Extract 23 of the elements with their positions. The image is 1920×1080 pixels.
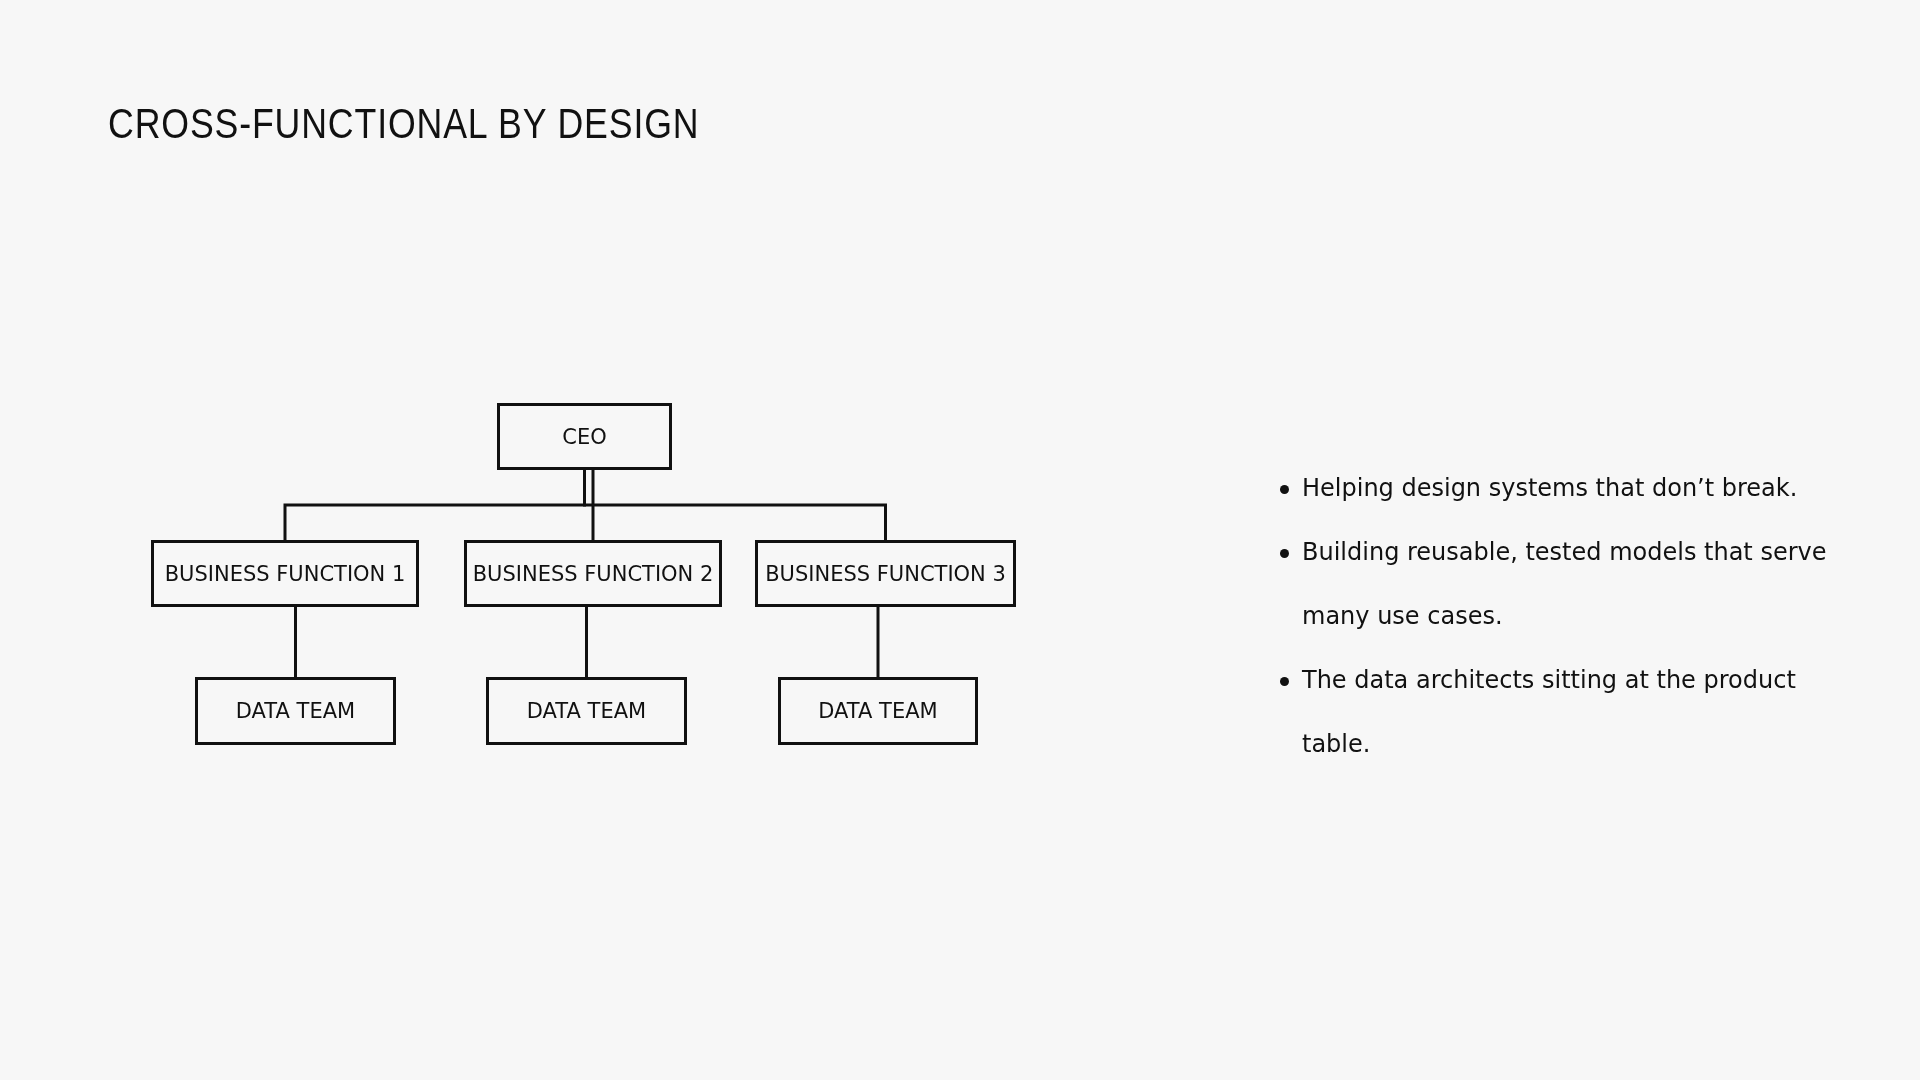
box-label: BUSINESS FUNCTION 1 <box>164 561 406 586</box>
bullet-point: The data architects sitting at the product table. <box>1280 648 1840 776</box>
org-box <box>486 677 687 745</box>
org-box <box>195 677 396 745</box>
box-label: DATA TEAM <box>818 699 938 723</box>
box-label: CEO <box>562 424 607 449</box>
connector-line <box>876 607 880 677</box>
org-box <box>778 677 978 745</box>
slide-title: CROSS-FUNCTIONAL BY DESIGN <box>108 100 700 148</box>
org-box <box>464 540 722 607</box>
org-box <box>497 403 672 470</box>
bullet-point: Helping design systems that don’t break. <box>1280 456 1840 520</box>
connector-line <box>583 470 887 540</box>
connector-line <box>591 470 595 540</box>
bullet-point: Building reusable, tested models that serve many use cases. <box>1280 520 1840 648</box>
box-label: DATA TEAM <box>526 699 647 723</box>
org-box <box>151 540 419 607</box>
connector-line <box>294 607 297 677</box>
box-label: DATA TEAM <box>235 699 356 723</box>
connector-line <box>585 607 588 677</box>
box-label: BUSINESS FUNCTION 3 <box>765 561 1006 586</box>
org-box <box>755 540 1016 607</box>
box-label: BUSINESS FUNCTION 2 <box>472 561 714 586</box>
